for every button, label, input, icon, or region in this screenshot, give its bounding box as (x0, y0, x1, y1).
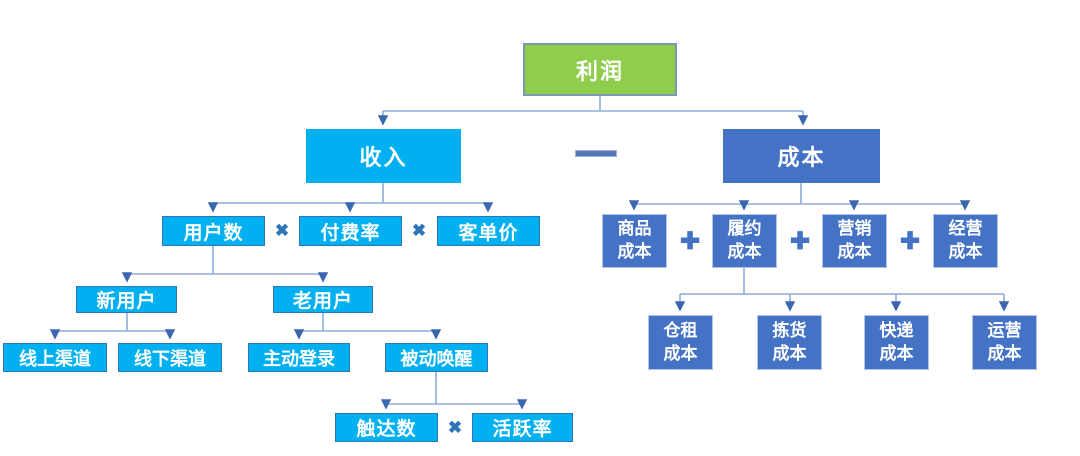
node-reach-count: 触达数 (335, 413, 438, 442)
node-express-cost: 快递 成本 (864, 315, 929, 370)
node-pay-rate: 付费率 (299, 216, 402, 246)
node-active-rate: 活跃率 (472, 413, 573, 442)
minus-operator (575, 150, 617, 157)
plus-operator: ✚ (899, 227, 921, 255)
node-cost: 成本 (723, 129, 880, 183)
node-marketing-cost: 营销 成本 (822, 214, 887, 268)
node-profit: 利润 (523, 43, 677, 96)
multiply-operator: ✖ (447, 418, 463, 437)
node-fulfillment-cost: 履约 成本 (712, 214, 777, 268)
node-goods-cost: 商品 成本 (602, 214, 667, 268)
node-active-login: 主动登录 (248, 343, 350, 372)
plus-operator: ✚ (679, 227, 701, 255)
node-passive-wake: 被动唤醒 (385, 343, 488, 372)
node-user-count: 用户数 (162, 216, 265, 246)
node-avg-order-value: 客单价 (437, 216, 540, 246)
plus-operator: ✚ (789, 227, 811, 255)
node-warehouse-rent-cost: 仓租 成本 (648, 315, 713, 370)
node-picking-cost: 拣货 成本 (757, 315, 822, 370)
node-online-channel: 线上渠道 (3, 343, 107, 372)
multiply-operator: ✖ (274, 221, 290, 240)
node-new-users: 新用户 (76, 286, 177, 313)
node-operations-cost: 运营 成本 (972, 315, 1037, 370)
node-offline-channel: 线下渠道 (118, 343, 222, 372)
multiply-operator: ✖ (411, 221, 427, 240)
node-old-users: 老用户 (273, 286, 373, 313)
node-operating-cost: 经营 成本 (933, 214, 998, 268)
node-revenue: 收入 (306, 129, 461, 183)
